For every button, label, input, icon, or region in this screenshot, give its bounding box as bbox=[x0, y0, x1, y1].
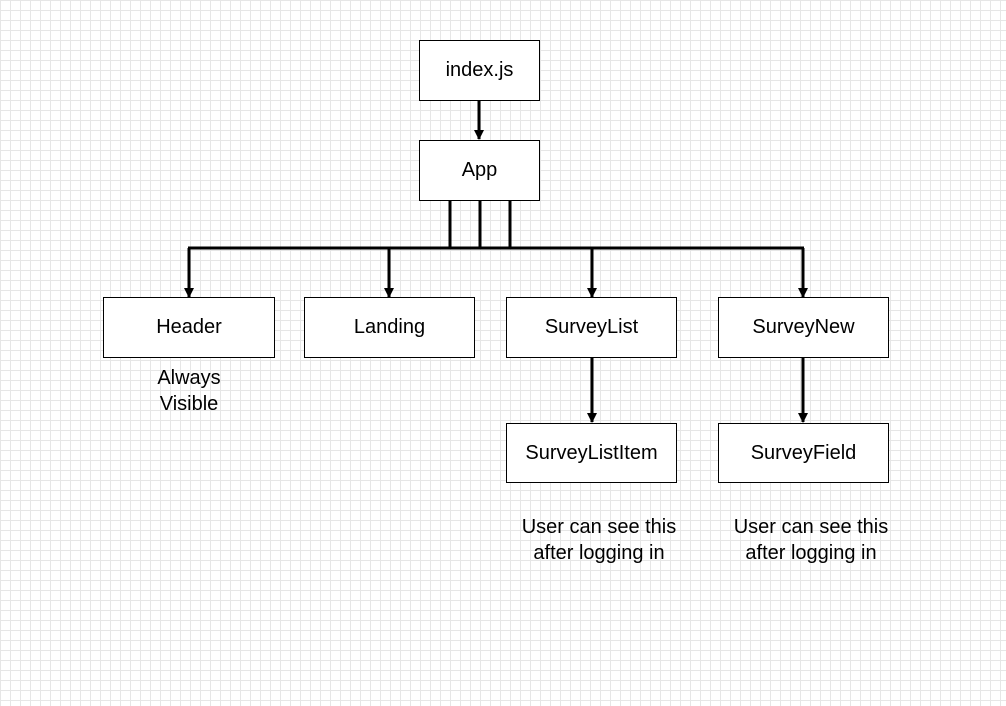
note-survey-field-login: User can see this after logging in bbox=[733, 516, 889, 564]
node-survey-list-item: SurveyListItem bbox=[506, 423, 677, 483]
node-landing: Landing bbox=[304, 297, 475, 358]
note-always-visible: Always Visible bbox=[157, 367, 221, 415]
node-app: App bbox=[419, 140, 540, 201]
node-survey-field: SurveyField bbox=[718, 423, 889, 483]
node-header: Header bbox=[103, 297, 275, 358]
note-survey-list-item-login: User can see this after logging in bbox=[521, 516, 677, 564]
node-survey-list: SurveyList bbox=[506, 297, 677, 358]
node-index-js: index.js bbox=[419, 40, 540, 101]
node-survey-new: SurveyNew bbox=[718, 297, 889, 358]
